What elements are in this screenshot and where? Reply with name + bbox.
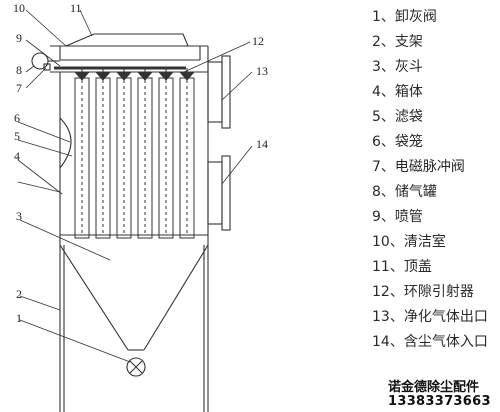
callout-3: 3 bbox=[16, 209, 22, 223]
callout-10: 10 bbox=[13, 1, 25, 15]
leader-8 bbox=[25, 65, 35, 73]
leader-7 bbox=[25, 67, 47, 89]
callout-12: 12 bbox=[252, 34, 264, 48]
callout-5: 5 bbox=[14, 129, 20, 143]
callout-11: 11 bbox=[70, 1, 82, 15]
leader-5 bbox=[17, 139, 73, 157]
leader-12 bbox=[183, 41, 251, 73]
legend-item-7: 7、电磁脉冲阀 bbox=[372, 159, 465, 175]
phone-number: 13383373663 bbox=[388, 394, 491, 409]
callout-8: 8 bbox=[16, 63, 22, 77]
legend-item-8: 8、储气罐 bbox=[372, 184, 437, 200]
dust-gas-inlet bbox=[207, 161, 223, 225]
legend-item-1: 1、卸灰阀 bbox=[372, 9, 437, 25]
callout-4: 4 bbox=[14, 149, 20, 163]
leader-casing bbox=[17, 181, 61, 193]
company-name: 诺金德除尘配件 bbox=[388, 380, 480, 395]
leader-4 bbox=[17, 159, 63, 195]
legend-item-13: 13、净化气体出口 bbox=[372, 309, 488, 325]
leader-1 bbox=[19, 319, 131, 363]
callout-13: 13 bbox=[256, 64, 268, 78]
legend-item-6: 6、袋笼 bbox=[372, 134, 423, 150]
legend-item-11: 11、顶盖 bbox=[372, 259, 432, 275]
discharge-valve bbox=[126, 357, 146, 377]
leader-10 bbox=[25, 9, 67, 47]
callout-14: 14 bbox=[256, 137, 268, 151]
leader-9 bbox=[25, 39, 61, 67]
filter-bags bbox=[73, 68, 196, 239]
legend-item-3: 3、灰斗 bbox=[372, 59, 423, 75]
callout-6: 6 bbox=[14, 111, 20, 125]
legend-item-12: 12、环隙引射器 bbox=[372, 284, 474, 300]
hopper bbox=[59, 235, 129, 351]
legend-item-4: 4、箱体 bbox=[372, 84, 423, 100]
dust-collector-diagram: 10 11 9 8 7 12 13 14 6 5 4 3 2 1 bbox=[13, 1, 268, 412]
legend-item-14: 14、含尘气体入口 bbox=[372, 334, 488, 350]
legend-item-5: 5、滤袋 bbox=[372, 109, 423, 125]
callout-1: 1 bbox=[16, 311, 22, 325]
leader-6 bbox=[17, 121, 71, 143]
callout-9: 9 bbox=[16, 31, 22, 45]
leader-13 bbox=[221, 71, 253, 101]
callout-7: 7 bbox=[16, 81, 22, 95]
legend-item-2: 2、支架 bbox=[372, 34, 423, 50]
inspection-door bbox=[59, 117, 72, 169]
leader-14 bbox=[221, 145, 253, 185]
leader-2 bbox=[19, 295, 61, 311]
top-cover bbox=[65, 33, 189, 47]
callout-2: 2 bbox=[16, 287, 22, 301]
legend-item-10: 10、清洁室 bbox=[372, 234, 446, 250]
pulse-valve bbox=[43, 63, 51, 71]
leader-11 bbox=[79, 9, 93, 37]
clean-gas-outlet bbox=[207, 61, 223, 123]
leader-3 bbox=[19, 219, 111, 261]
legend-item-9: 9、喷管 bbox=[372, 209, 423, 225]
